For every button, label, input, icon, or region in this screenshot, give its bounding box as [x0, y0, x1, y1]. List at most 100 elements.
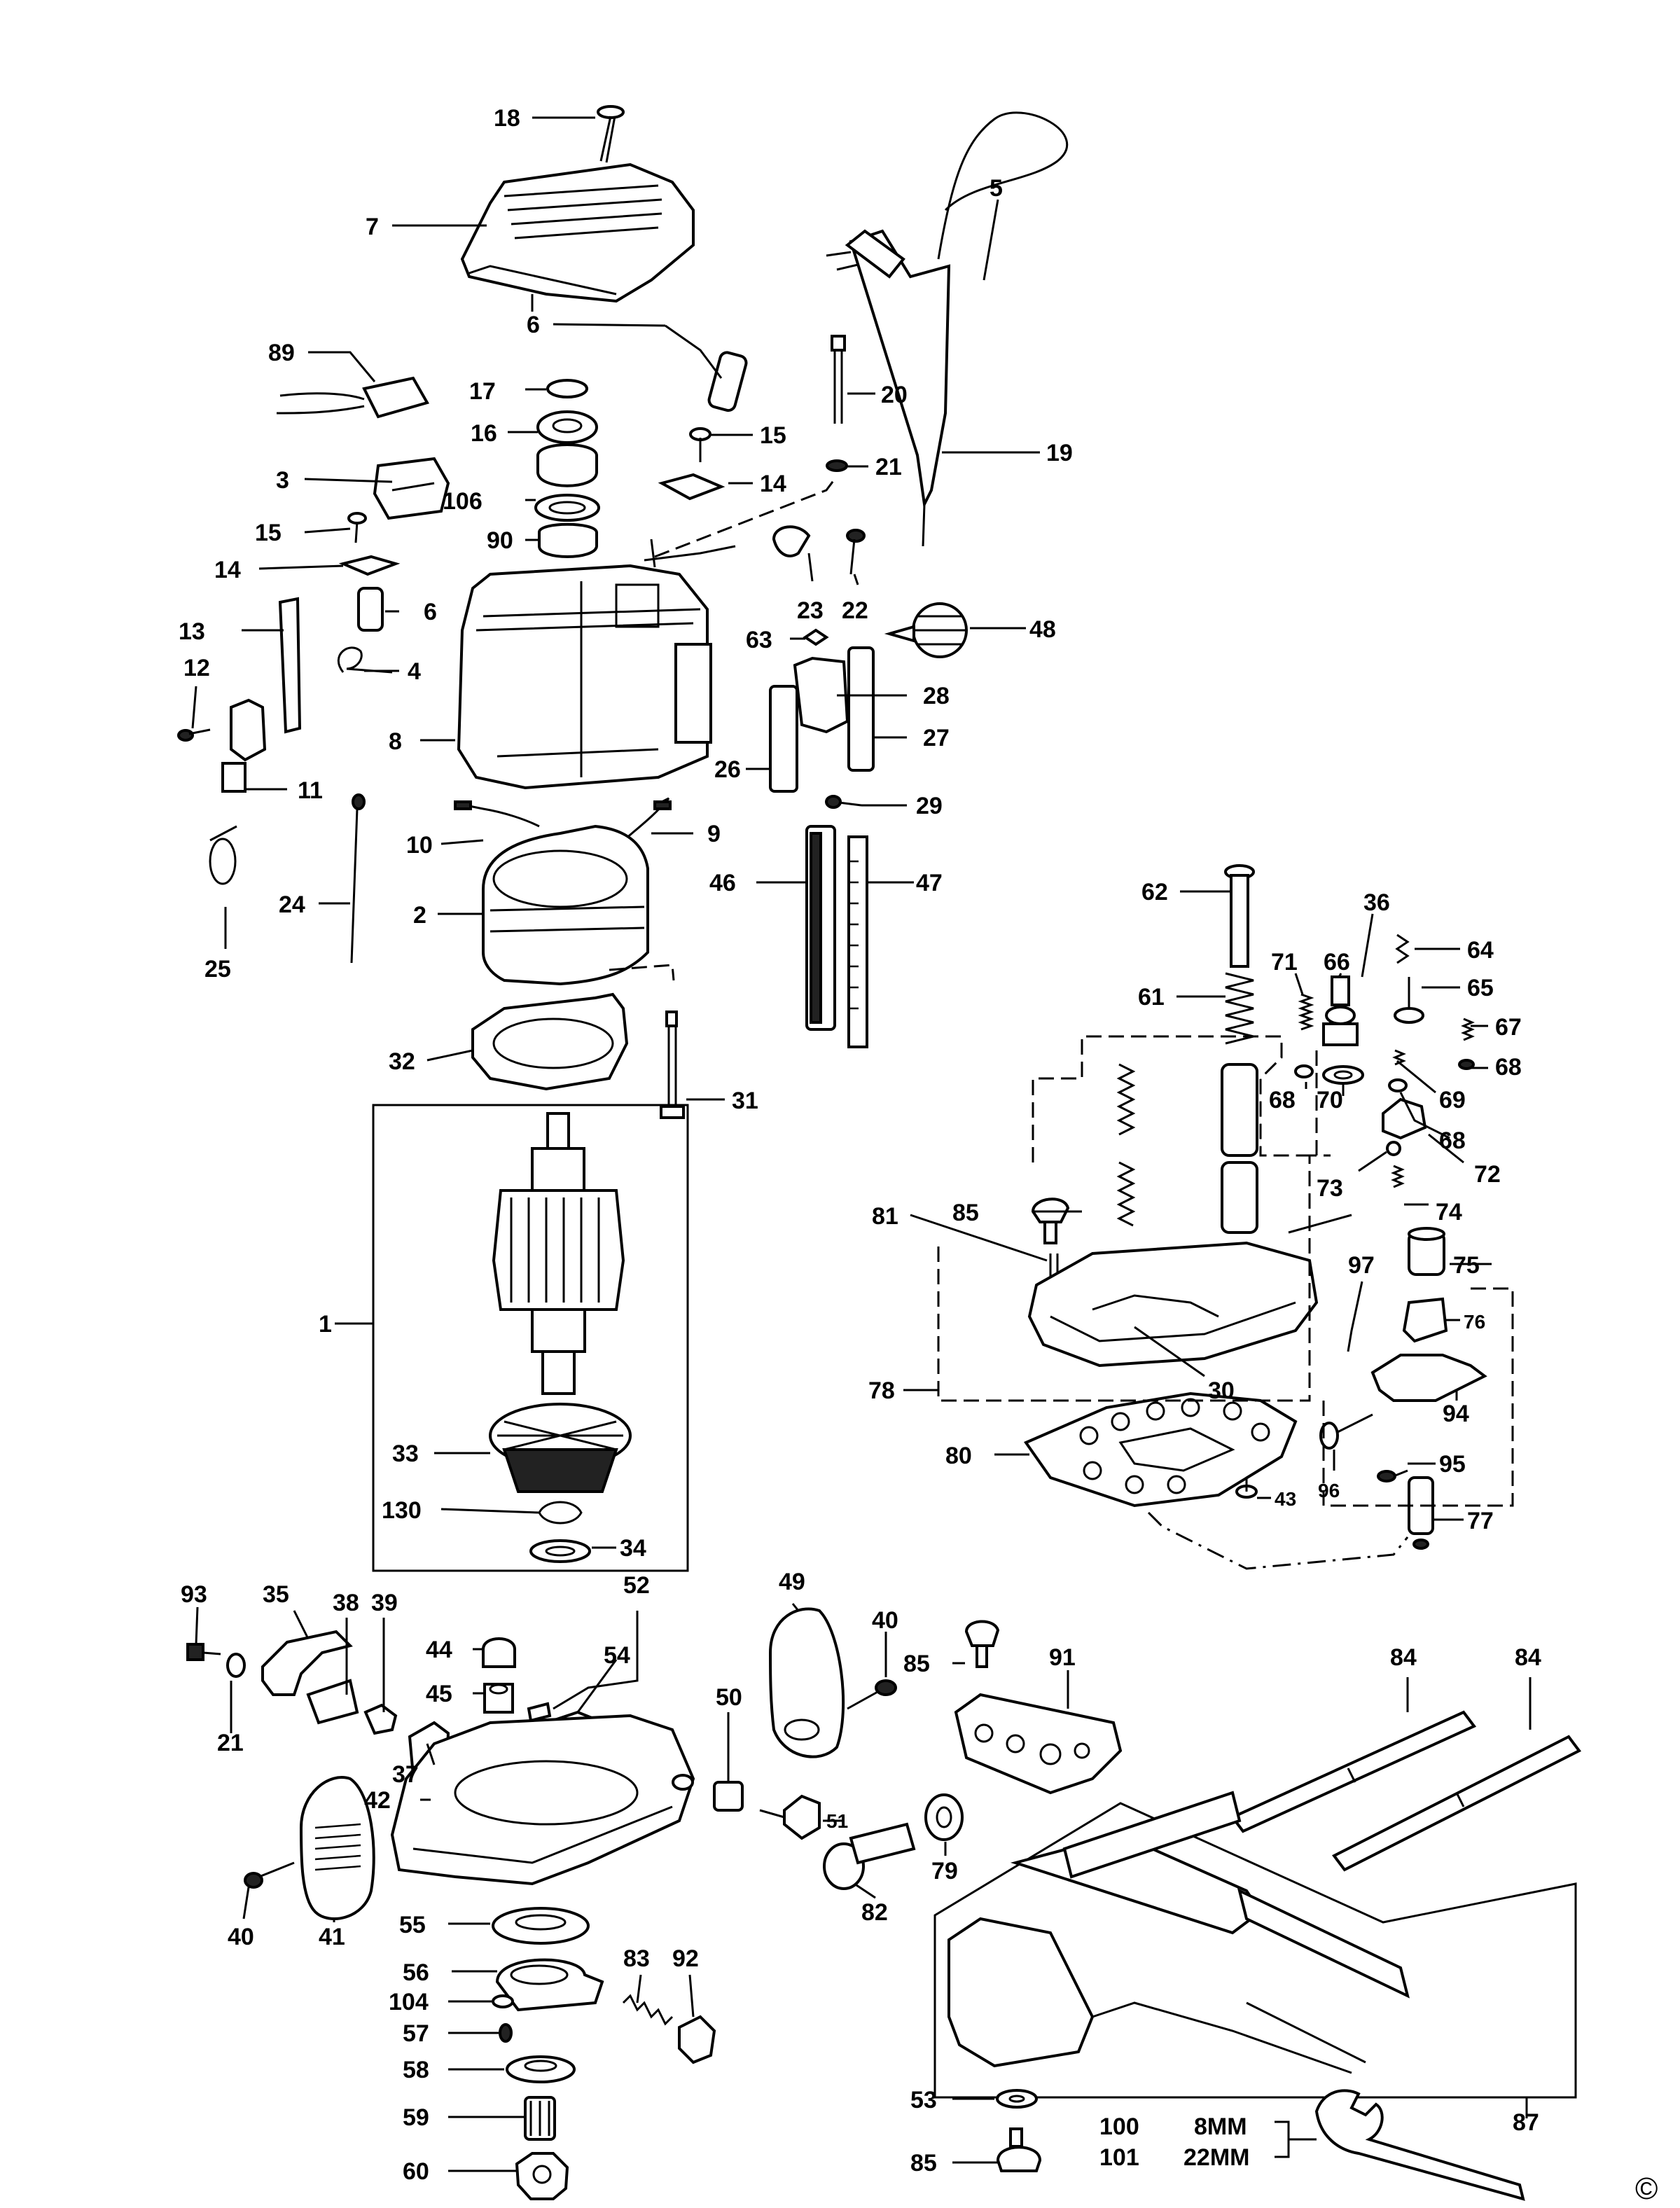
callout-leaders	[191, 116, 1532, 2172]
part-25-clip	[209, 825, 237, 885]
part-17-clip	[546, 379, 588, 398]
callout-28: 28	[923, 683, 950, 709]
callout-35: 35	[263, 1581, 289, 1608]
callout-15b: 15	[255, 520, 282, 546]
part-72-lever	[1382, 1097, 1427, 1140]
part-96-screw	[1319, 1413, 1373, 1450]
callout-78: 78	[868, 1377, 895, 1404]
part-11-brush-holder	[221, 698, 267, 793]
callout-6b: 6	[424, 599, 437, 625]
callout-67: 67	[1495, 1014, 1522, 1041]
callout-66: 66	[1324, 949, 1350, 975]
part-74-spring	[1391, 1165, 1405, 1188]
callout-15: 15	[760, 422, 786, 449]
part-41-handle	[299, 1776, 375, 1920]
part-73-ball	[1386, 1141, 1401, 1156]
callout-85b: 85	[903, 1651, 930, 1677]
part-55-bearing	[492, 1907, 590, 1945]
callout-36: 36	[1363, 889, 1390, 916]
part-106-ring	[534, 494, 600, 522]
part-49-handle	[768, 1607, 845, 1758]
part-76-cylinder	[1402, 1297, 1448, 1343]
part-38-bolt	[306, 1679, 359, 1725]
callout-40b: 40	[228, 1924, 254, 1950]
copyright-mark: ©	[1635, 2172, 1658, 2206]
callout-51: 51	[826, 1810, 848, 1832]
size-8mm: 8MM	[1194, 2113, 1247, 2140]
callout-9: 9	[707, 821, 721, 847]
callout-130: 130	[382, 1497, 422, 1524]
part-43-screw	[1235, 1478, 1258, 1499]
part-20-screw	[831, 335, 846, 424]
callout-53: 53	[910, 2087, 937, 2113]
part-5-19-power-cord	[826, 111, 1069, 547]
callout-16: 16	[471, 420, 497, 447]
callout-60: 60	[403, 2158, 429, 2185]
callout-61: 61	[1138, 984, 1165, 1011]
part-84-rod-b	[1331, 1735, 1582, 1872]
part-27-column	[847, 646, 875, 772]
callout-50: 50	[716, 1684, 742, 1711]
part-21-washer-b	[226, 1653, 246, 1678]
callout-5: 5	[990, 175, 1003, 202]
callout-43: 43	[1275, 1488, 1296, 1510]
part-16-bearing	[536, 410, 598, 444]
callout-89: 89	[268, 340, 295, 366]
part-14-plate-b	[338, 555, 401, 576]
part-18-screw	[597, 105, 625, 163]
part-6-brush	[707, 351, 748, 412]
callout-33: 33	[392, 1440, 419, 1467]
callout-68: 68	[1495, 1054, 1522, 1081]
callout-63: 63	[746, 627, 772, 653]
part-3-switch	[373, 457, 450, 520]
part-13-strip	[278, 597, 302, 734]
part-2-field-coil	[482, 824, 649, 986]
callout-45: 45	[426, 1681, 452, 1707]
callout-59: 59	[403, 2104, 429, 2131]
callout-79: 79	[931, 1858, 958, 1884]
part-12-screw	[177, 728, 211, 742]
callout-92: 92	[672, 1945, 699, 1972]
callout-20: 20	[881, 382, 908, 408]
part-85-knob-b	[964, 1620, 1000, 1668]
callout-54: 54	[604, 1642, 630, 1669]
part-1-armature-kit	[372, 1104, 689, 1572]
part-104-washer	[492, 1994, 514, 2008]
callout-40: 40	[872, 1607, 898, 1634]
callout-26: 26	[714, 756, 741, 783]
part-85-knob-a	[1031, 1197, 1070, 1244]
part-82-knob	[823, 1822, 916, 1890]
part-8-motor-housing	[457, 539, 736, 790]
part-31-screw	[660, 1011, 685, 1119]
callout-85c: 85	[910, 2150, 937, 2176]
size-22mm: 22MM	[1183, 2144, 1249, 2171]
callout-27: 27	[923, 725, 950, 751]
part-base-columns	[1116, 1063, 1258, 1234]
callout-75: 75	[1453, 1252, 1480, 1279]
part-85-knob-c	[996, 2127, 1042, 2172]
callout-6: 6	[527, 312, 540, 338]
callout-64: 64	[1467, 937, 1494, 964]
callout-37: 37	[392, 1761, 419, 1788]
part-71-screw	[1298, 993, 1314, 1031]
callout-19: 19	[1046, 440, 1073, 466]
part-14-plate-a	[658, 473, 726, 501]
part-6-brush-b	[357, 587, 384, 632]
callout-95: 95	[1439, 1451, 1466, 1478]
callout-24: 24	[279, 891, 305, 918]
part-29-screw	[825, 795, 862, 809]
callout-21: 21	[875, 454, 902, 480]
callout-49: 49	[779, 1569, 805, 1595]
callout-85: 85	[952, 1200, 979, 1226]
part-68-washers	[1294, 1059, 1475, 1092]
part-23-clip	[772, 525, 811, 557]
part-93-screw	[186, 1643, 221, 1661]
callout-68c: 68	[1439, 1127, 1466, 1154]
callout-82: 82	[861, 1899, 888, 1926]
callout-93: 93	[181, 1581, 207, 1608]
callout-14: 14	[760, 471, 786, 497]
part-4-spring	[337, 646, 393, 674]
callout-62: 62	[1141, 879, 1168, 905]
part-94-turret	[1370, 1354, 1487, 1402]
callout-48: 48	[1029, 616, 1056, 643]
